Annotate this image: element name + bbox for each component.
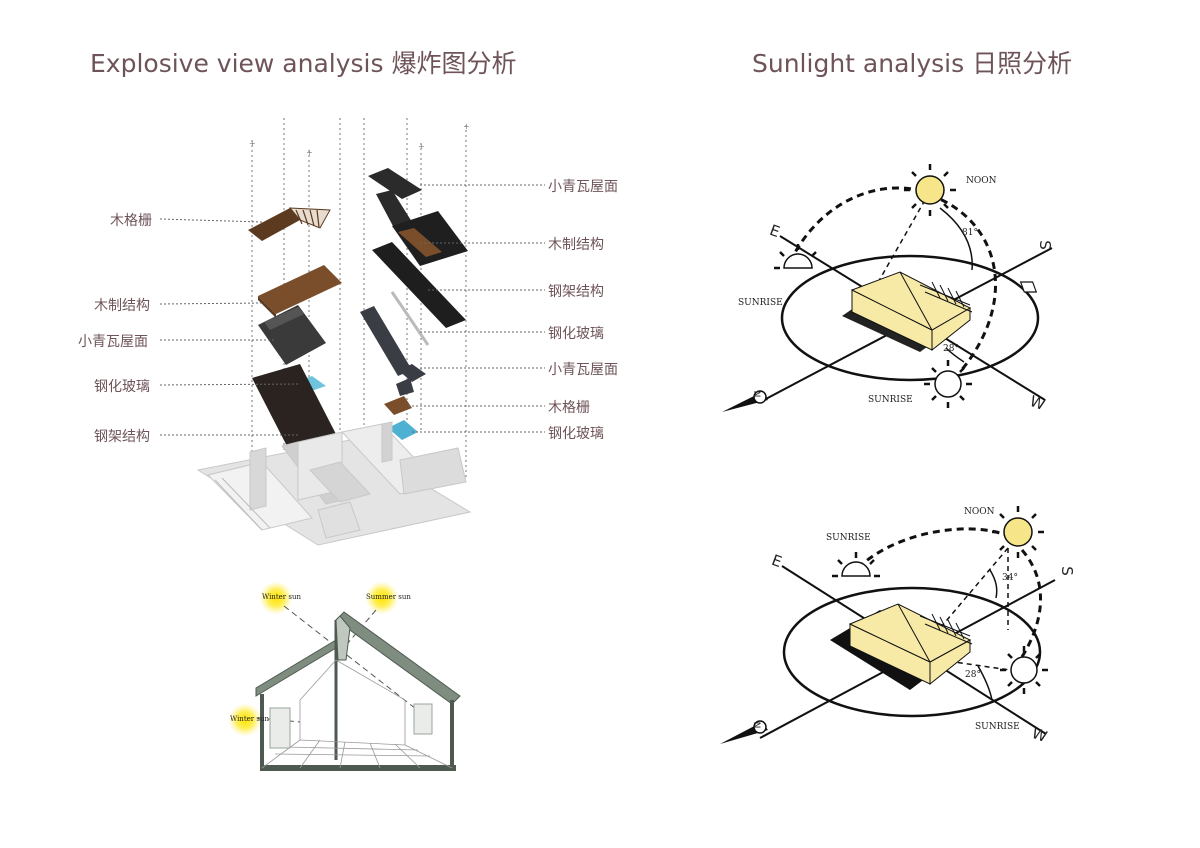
label-tile-roof-right-1: 小青瓦屋面	[548, 179, 618, 195]
angle-low-label-2: 28°	[965, 670, 981, 680]
house-icon-2	[830, 603, 973, 690]
sunrise-top-sun-icon	[832, 552, 880, 578]
angle-top-label-1: 81°	[962, 228, 978, 238]
label-wood-structure-right: 木制结构	[548, 237, 604, 253]
noon-label-1: NOON	[966, 176, 997, 186]
right-steel-frame	[372, 242, 466, 328]
sunlight-analysis-title: Sunlight analysis 日照分析	[752, 49, 1073, 78]
winter-sun-left-icon	[229, 704, 261, 736]
left-steel-frame	[252, 364, 338, 452]
winter-sun-top-label: Winter sun	[262, 593, 301, 601]
sunrise-left-sun-icon	[774, 244, 817, 270]
sunrise-bottom-sun-icon	[924, 360, 972, 408]
label-wood-grille-left: 木格栅	[110, 213, 152, 229]
house-icon	[842, 271, 1038, 352]
label-tile-roof-right-2: 小青瓦屋面	[548, 362, 618, 378]
right-tile-roof-lower	[360, 306, 426, 396]
label-tempered-glass-right-1: 钢化玻璃	[548, 326, 604, 342]
compass-s-label-2: S	[1057, 566, 1076, 576]
noon-sun-icon	[904, 164, 956, 216]
sunrise-left-label-1: SUNRISE	[738, 298, 783, 308]
summer-sun-label: Summer sun	[366, 593, 411, 601]
angle-low-label-1: 28°	[943, 344, 959, 354]
label-wood-structure-left: 木制结构	[94, 298, 150, 314]
label-wood-grille-right: 木格栅	[548, 400, 590, 416]
label-steel-frame-left: 钢架结构	[94, 429, 150, 445]
base-massing	[196, 421, 472, 546]
right-wood-grille	[384, 396, 412, 415]
svg-text:+: +	[463, 122, 470, 131]
label-steel-frame-right: 钢架结构	[548, 284, 604, 300]
winter-sun-left-label: Winter sun	[230, 715, 269, 723]
explosive-view-title: Explosive view analysis 爆炸图分析	[90, 49, 517, 78]
summer-sun-icon	[366, 582, 398, 614]
sunrise-bottom-sun-icon-2	[1000, 646, 1048, 694]
house-section	[255, 611, 461, 771]
left-wood-grille	[248, 207, 331, 241]
angle-top-label-2: 34°	[1002, 573, 1018, 583]
noon-label-2: NOON	[964, 507, 995, 517]
left-wood-structure	[258, 265, 342, 318]
svg-text:+: +	[306, 148, 313, 157]
leader-lines	[159, 184, 545, 436]
label-tempered-glass-left: 钢化玻璃	[94, 379, 150, 395]
sunrise-bottom-label-1: SUNRISE	[868, 395, 913, 405]
noon-sun-icon-2	[992, 506, 1044, 558]
right-tile-roof-top	[368, 168, 422, 228]
right-tempered-glass	[388, 420, 418, 440]
svg-text:+: +	[249, 139, 256, 148]
sunrise-top-label-2: SUNRISE	[826, 533, 871, 543]
label-tile-roof-left: 小青瓦屋面	[78, 334, 148, 350]
right-tempered-glass-panel	[390, 291, 430, 346]
left-tile-roof	[258, 305, 326, 365]
compass-n-label-2: N	[753, 721, 764, 729]
svg-text:+: +	[418, 142, 425, 151]
sunrise-bottom-label-2: SUNRISE	[975, 722, 1020, 732]
label-tempered-glass-right-2: 钢化玻璃	[548, 426, 604, 442]
